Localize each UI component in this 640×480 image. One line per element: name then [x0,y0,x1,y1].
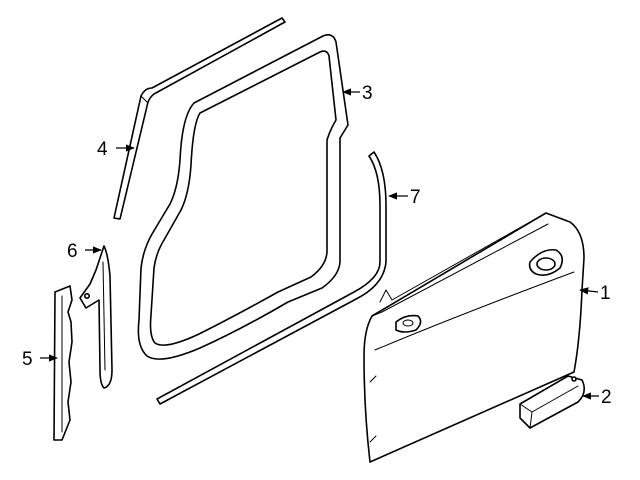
callout-labels: 1 2 3 4 5 6 7 [22,83,612,408]
part-7-lower-seal [156,151,387,405]
part-6-trim-panel [79,245,113,389]
part-4-frame-molding [113,17,286,220]
callout-label-2: 2 [601,387,612,408]
part-1-door-shell [363,212,585,463]
leader-1 [579,287,599,295]
callout-label-3: 3 [362,83,373,104]
part-3-opening-seal [137,34,349,360]
callout-label-6: 6 [67,241,78,262]
callout-leaders [40,88,599,400]
callout-label-5: 5 [22,349,33,370]
part-5-pillar-garnish [53,285,73,441]
callout-label-7: 7 [410,187,421,208]
callout-label-4: 4 [97,139,108,160]
callout-label-1: 1 [600,283,611,304]
